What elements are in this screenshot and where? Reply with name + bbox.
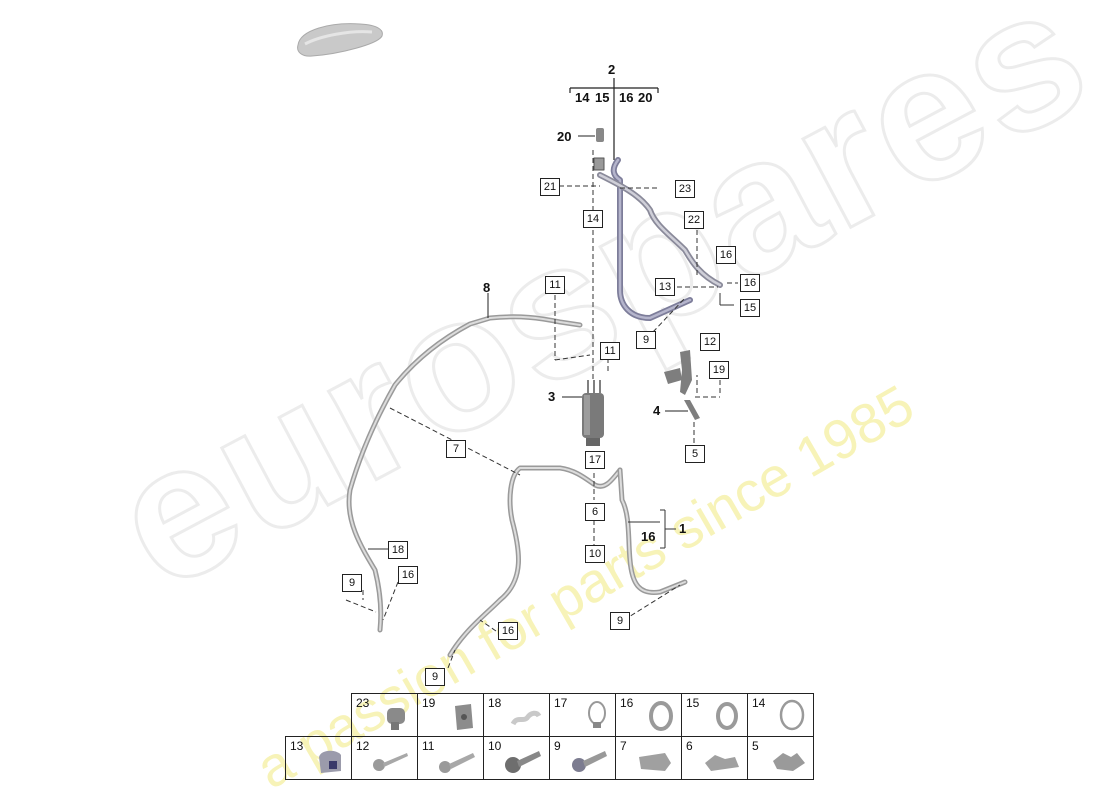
callout-9d[interactable]: 9 [425,668,445,686]
receiver-drier-icon [582,380,604,446]
callout-5[interactable]: 5 [685,445,705,463]
part-cell-19[interactable]: 19 [417,693,484,737]
callout-23[interactable]: 23 [675,180,695,198]
part-cell-6[interactable]: 6 [681,736,748,780]
bolt-icon [505,751,541,773]
label-20: 20 [557,129,572,144]
part-cell-15[interactable]: 15 [681,693,748,737]
callout-13[interactable]: 13 [655,278,675,296]
callout-16b[interactable]: 16 [740,274,760,292]
screw-icon [373,753,408,771]
callout-11a[interactable]: 11 [545,276,565,294]
group-sublabel-14: 14 [575,90,590,105]
callout-21[interactable]: 21 [540,178,560,196]
callout-16d[interactable]: 16 [498,622,518,640]
callout-16c[interactable]: 16 [398,566,418,584]
parts-table: 23 19 18 17 16 15 14 13 12 11 10 [285,693,814,780]
callout-22[interactable]: 22 [684,211,704,229]
parts-row-1: 23 19 18 17 16 15 14 [286,693,814,737]
parts-row-2: 13 12 11 10 9 7 6 5 [285,736,814,780]
group-sublabel-20: 20 [638,90,653,105]
callout-9b[interactable]: 9 [342,574,362,592]
callout-14[interactable]: 14 [583,210,603,228]
label-8: 8 [483,280,491,295]
part-cell-9[interactable]: 9 [549,736,616,780]
label-4: 4 [653,403,661,418]
o-ring-icon [716,702,738,730]
car-icon [297,23,383,57]
part-cell-7[interactable]: 7 [615,736,682,780]
clip-icon [387,708,405,730]
callout-19[interactable]: 19 [709,361,729,379]
part-cell-13[interactable]: 13 [285,736,352,780]
nut-clip-icon [455,704,473,730]
sensor-20-icon [596,128,604,142]
hose-clamp-icon [588,701,606,728]
callout-12[interactable]: 12 [700,333,720,351]
label-16-bracket: 16 [641,529,656,544]
callout-11b[interactable]: 11 [600,342,620,360]
label-3: 3 [548,389,556,404]
grommet-icon [319,750,341,773]
callout-9c[interactable]: 9 [610,612,630,630]
callout-17[interactable]: 17 [585,451,605,469]
callout-15[interactable]: 15 [740,299,760,317]
callout-7[interactable]: 7 [446,440,466,458]
group-sublabel-15: 15 [595,90,610,105]
pipe-clamp-icon [705,755,739,771]
part-cell-12[interactable]: 12 [351,736,418,780]
part-cell-16[interactable]: 16 [615,693,682,737]
o-ring-icon [649,701,673,731]
part-cell-17[interactable]: 17 [549,693,616,737]
group-sublabel-16: 16 [619,90,634,105]
part-cell-11[interactable]: 11 [417,736,484,780]
part-cell-14[interactable]: 14 [747,693,814,737]
callout-9a[interactable]: 9 [636,331,656,349]
part-cell-23[interactable]: 23 [351,693,418,737]
part-cell-10[interactable]: 10 [483,736,550,780]
holder-icon [510,710,542,726]
callout-10[interactable]: 10 [585,545,605,563]
group-label-main: 2 [608,62,616,77]
callout-6[interactable]: 6 [585,503,605,521]
callout-16a[interactable]: 16 [716,246,736,264]
pipe-clamp-icon [773,753,805,771]
o-ring-icon [779,699,805,731]
label-1: 1 [679,521,687,536]
part-cell-5[interactable]: 5 [747,736,814,780]
socket-bolt-icon [572,751,607,772]
callout-18[interactable]: 18 [388,541,408,559]
part-cell-18[interactable]: 18 [483,693,550,737]
pipe-clamp-icon [639,753,671,771]
bolt-icon [439,753,475,773]
